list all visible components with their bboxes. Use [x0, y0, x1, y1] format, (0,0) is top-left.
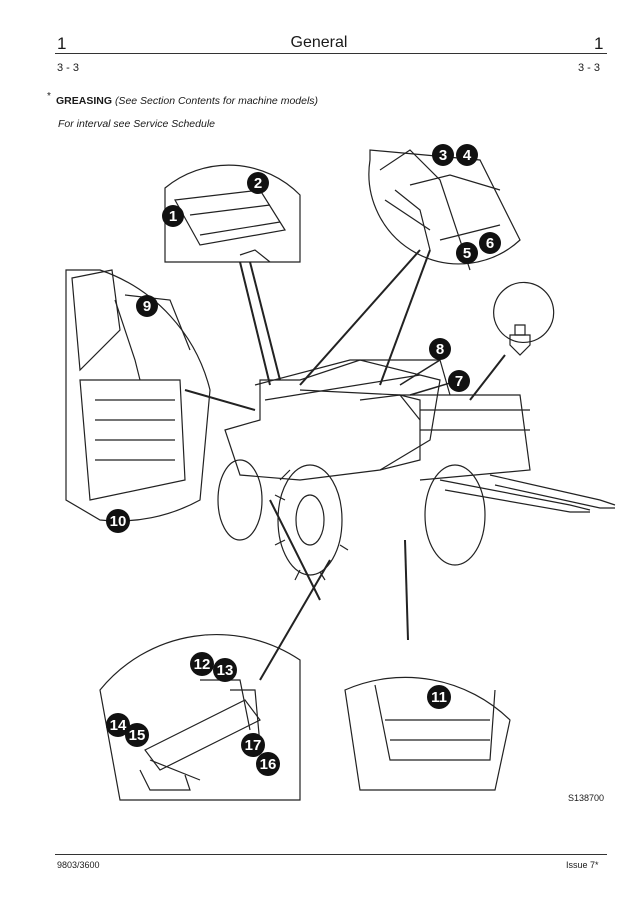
callout-10: 10: [106, 509, 130, 533]
callout-17: 17: [241, 733, 265, 757]
svg-text:12: 12: [194, 656, 211, 673]
detail-circle-1-2: [164, 164, 301, 263]
svg-text:1: 1: [169, 208, 177, 225]
callout-2: 2: [247, 172, 269, 194]
page-number-right: 1: [594, 34, 604, 53]
svg-text:5: 5: [463, 245, 471, 262]
svg-text:15: 15: [129, 727, 146, 744]
svg-text:9: 9: [143, 298, 151, 315]
callout-13: 13: [213, 658, 237, 682]
figure-code: S138700: [568, 793, 605, 803]
svg-text:2: 2: [254, 175, 262, 192]
callout-5: 5: [456, 242, 478, 264]
greasing-heading: GREASING (See Section Contents for machi…: [56, 95, 318, 107]
wheel-rear-left: [217, 459, 263, 541]
interval-note: For interval see Service Schedule: [58, 118, 215, 130]
svg-text:3: 3: [439, 147, 447, 164]
callout-6: 6: [479, 232, 501, 254]
greasing-note: (See Section Contents for machine models…: [114, 95, 319, 107]
svg-text:7: 7: [455, 373, 463, 390]
document-number: 9803/3600: [57, 860, 100, 870]
wheel-front-right: [424, 464, 486, 566]
detail-circle-11: [344, 676, 511, 791]
svg-text:4: 4: [463, 147, 472, 164]
callout-4: 4: [456, 144, 478, 166]
callout-14: 14: [106, 713, 130, 737]
detail-circle-fitting: [493, 281, 555, 344]
callout-7: 7: [448, 370, 470, 392]
footer-rule: [55, 854, 607, 855]
machine-body: [224, 359, 441, 481]
callout-3: 3: [432, 144, 454, 166]
revision-marker: *: [47, 91, 51, 102]
page-ref-left: 3 - 3: [57, 62, 80, 74]
svg-text:13: 13: [217, 662, 234, 679]
issue-number: Issue 7*: [566, 860, 599, 870]
svg-text:6: 6: [486, 235, 494, 252]
callout-1: 1: [162, 205, 184, 227]
svg-text:11: 11: [431, 689, 447, 706]
page-number-left: 1: [57, 34, 67, 53]
callout-9: 9: [136, 295, 158, 317]
page-ref-right: 3 - 3: [578, 62, 601, 74]
callout-15: 15: [125, 723, 149, 747]
svg-text:16: 16: [260, 756, 277, 773]
svg-text:17: 17: [245, 737, 262, 754]
callout-16: 16: [256, 752, 280, 776]
section-title: General: [290, 34, 348, 51]
callout-11: 11: [427, 685, 451, 709]
wheel-front-left: [277, 464, 343, 576]
header-rule: [55, 53, 607, 54]
svg-text:14: 14: [110, 717, 127, 734]
detail-circle-12-17: [99, 633, 301, 801]
callout-8: 8: [429, 338, 451, 360]
greasing-title: GREASING: [56, 95, 113, 107]
svg-text:10: 10: [110, 513, 127, 530]
callout-12: 12: [190, 652, 214, 676]
svg-text:8: 8: [436, 341, 444, 358]
